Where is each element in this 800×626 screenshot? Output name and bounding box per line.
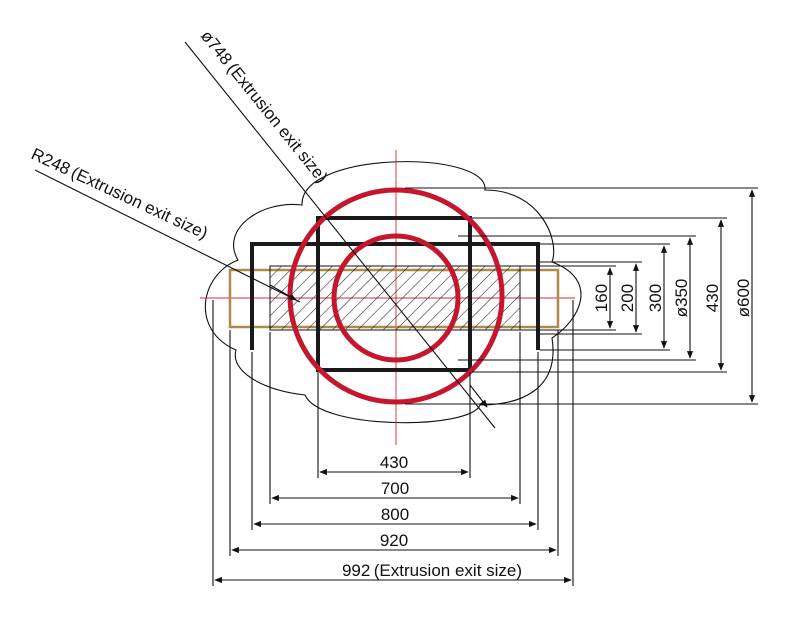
leader-248-line xyxy=(34,169,301,303)
dim-diameter-350: ø350 xyxy=(672,279,691,318)
leader-248-label: R248 (Extrusion exit size) xyxy=(28,144,210,243)
dim-430-horizontal: 430 xyxy=(380,453,408,472)
dim-diameter-600: ø600 xyxy=(734,279,753,318)
dim-800: 800 xyxy=(381,505,409,524)
horizontal-dimensions xyxy=(212,300,574,586)
leader-748-line xyxy=(184,41,496,429)
leader-748-label: ø748 (Extrusion exit size) xyxy=(197,27,332,187)
dim-700: 700 xyxy=(381,479,409,498)
vertical-dimensions xyxy=(405,187,758,405)
hatched-section xyxy=(269,265,521,331)
dim-920: 920 xyxy=(380,531,408,550)
inner-thick-frame xyxy=(316,216,472,372)
leader-248-arrow xyxy=(269,284,297,301)
dim-300: 300 xyxy=(646,284,665,312)
extrusion-exit-outline xyxy=(204,161,582,424)
dim-430-vertical: 430 xyxy=(703,284,722,312)
leader-748-arrow xyxy=(469,384,488,408)
dim-160: 160 xyxy=(592,284,611,312)
outer-thick-frame xyxy=(250,242,540,350)
small-red-circle xyxy=(331,233,461,363)
dim-992: 992 (Extrusion exit size) xyxy=(342,561,522,580)
dim-200: 200 xyxy=(618,284,637,312)
